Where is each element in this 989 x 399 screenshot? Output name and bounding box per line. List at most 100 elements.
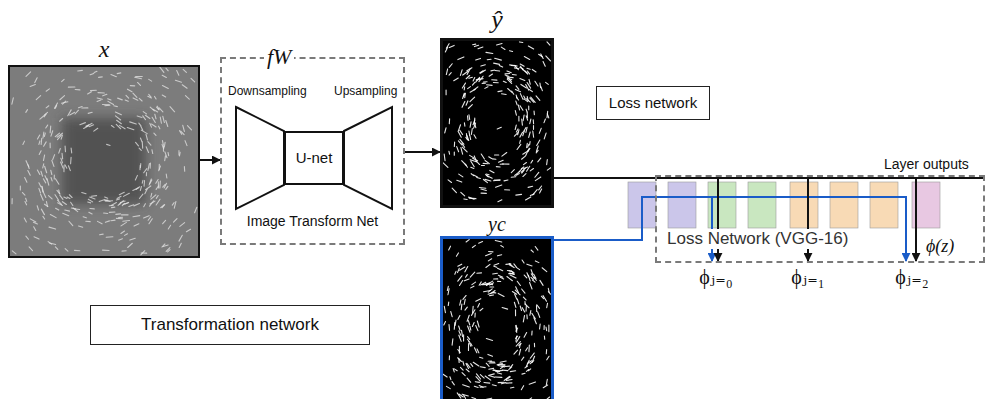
particle-streak: [119, 217, 123, 218]
particle-streak: [26, 72, 31, 76]
particle-streak: [125, 234, 128, 236]
particle-streak: [544, 326, 545, 330]
particle-streak: [469, 136, 471, 140]
particle-streak: [28, 170, 30, 175]
particle-streak: [486, 253, 492, 255]
particle-streak: [162, 205, 164, 207]
particle-streak: [160, 67, 164, 73]
particle-streak: [153, 109, 158, 112]
particle-streak: [481, 193, 486, 194]
particle-streak: [480, 308, 483, 310]
particle-streak: [55, 195, 59, 201]
particle-streak: [543, 61, 545, 66]
particle-streak: [133, 216, 140, 217]
particle-streak: [487, 398, 492, 399]
particle-streak: [97, 221, 102, 223]
particle-streak: [184, 167, 185, 172]
particle-streak: [149, 219, 152, 224]
particle-streak: [58, 135, 62, 139]
particle-streak: [462, 394, 468, 396]
particle-streak: [530, 311, 531, 316]
particle-streak: [522, 156, 526, 159]
particle-streak: [12, 98, 13, 104]
particle-streak: [528, 149, 530, 152]
particle-streak: [533, 120, 534, 124]
particle-streak: [446, 90, 447, 95]
particle-streak: [43, 155, 44, 161]
particle-streak: [39, 188, 41, 193]
particle-streak: [185, 141, 187, 146]
particle-streak: [478, 304, 480, 308]
particle-streak: [515, 111, 516, 116]
particle-streak: [133, 188, 139, 191]
particle-streak: [452, 339, 454, 345]
particle-streak: [175, 80, 181, 82]
particle-streak: [519, 343, 521, 345]
particle-streak: [517, 144, 521, 149]
particle-streak: [510, 365, 513, 368]
particle-streak: [26, 198, 27, 201]
particle-streak: [493, 82, 498, 83]
particle-streak: [459, 326, 460, 330]
particle-streak: [474, 45, 478, 46]
particle-streak: [501, 47, 505, 49]
particle-streak: [474, 156, 476, 162]
particle-streak: [105, 197, 108, 198]
layer-tap-arrow: [717, 178, 719, 261]
particle-streak: [474, 135, 476, 138]
particle-streak: [486, 173, 489, 175]
particle-streak: [533, 126, 534, 130]
particle-streak: [529, 89, 532, 91]
particle-streak: [29, 247, 32, 251]
particle-streak: [484, 382, 490, 384]
particle-streak: [103, 250, 110, 251]
particle-streak: [518, 116, 519, 121]
particle-streak: [472, 245, 475, 247]
particle-streak: [28, 165, 29, 169]
particle-streak: [471, 286, 474, 288]
particle-streak: [451, 311, 452, 316]
particle-streak: [522, 357, 524, 360]
particle-streak: [514, 67, 519, 69]
particle-streak: [526, 197, 531, 200]
particle-streak: [464, 198, 467, 200]
particle-streak: [468, 321, 469, 325]
particle-streak: [463, 335, 464, 341]
particle-streak: [65, 165, 67, 169]
particle-streak: [166, 248, 170, 252]
particle-streak: [69, 195, 72, 198]
particle-streak: [465, 307, 467, 310]
particle-streak: [498, 200, 502, 202]
particle-streak: [162, 244, 165, 247]
image-label: yc: [443, 213, 551, 236]
particle-streak: [150, 201, 154, 206]
particle-streak: [489, 368, 494, 370]
particle-streak: [498, 293, 504, 296]
particle-streak: [474, 87, 478, 90]
particle-streak: [472, 306, 474, 313]
particle-streak: [492, 158, 496, 159]
particle-streak: [494, 63, 500, 64]
particle-streak: [459, 331, 461, 335]
particle-streak: [52, 160, 54, 166]
particle-streak: [515, 294, 517, 299]
particle-streak: [489, 362, 495, 363]
particle-streak: [159, 164, 160, 169]
particle-streak: [460, 70, 462, 76]
particle-streak: [476, 299, 481, 302]
particle-streak: [109, 205, 113, 206]
particle-streak: [46, 106, 49, 108]
particle-streak: [68, 166, 70, 171]
particle-streak: [471, 364, 473, 367]
particle-streak: [468, 326, 470, 332]
particle-streak: [506, 382, 512, 383]
particle-streak: [498, 255, 502, 256]
particle-streak: [514, 350, 518, 354]
particle-streak: [179, 243, 181, 247]
particle-streak: [123, 220, 130, 222]
particle-streak: [88, 201, 91, 203]
particle-streak: [502, 93, 507, 95]
particle-streak: [135, 77, 142, 78]
particle-streak: [486, 284, 489, 286]
particle-streak: [468, 105, 472, 109]
